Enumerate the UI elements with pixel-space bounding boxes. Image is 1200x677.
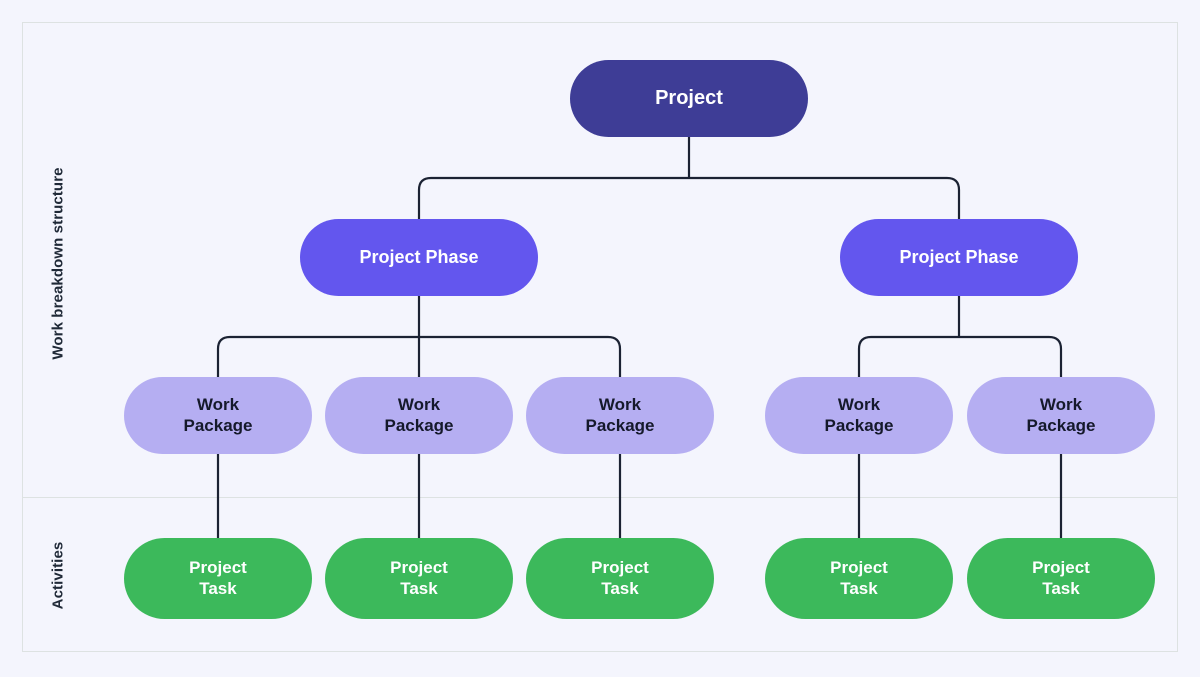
node-label-line1: Project (1032, 558, 1090, 578)
node-label: Project Phase (899, 246, 1019, 267)
node-label-line1: Project (390, 558, 448, 578)
node-project-task-1[interactable]: Project Task (124, 538, 312, 619)
node-label-line1: Project (189, 558, 247, 578)
node-label-line2: Package (1026, 415, 1096, 435)
node-label-line2: Task (400, 578, 438, 598)
node-label-line1: Project (591, 558, 649, 578)
node-label-line2: Package (384, 415, 454, 435)
node-label-line1: Work (837, 395, 881, 415)
node-work-package-1[interactable]: Work Package (124, 377, 312, 454)
node-project-root[interactable]: Project (570, 60, 808, 137)
node-work-package-5[interactable]: Work Package (967, 377, 1155, 454)
node-label-line2: Package (585, 415, 655, 435)
node-project-task-2[interactable]: Project Task (325, 538, 513, 619)
node-label: Project (655, 86, 723, 109)
node-label-line2: Task (1042, 578, 1080, 598)
node-label-line2: Package (824, 415, 894, 435)
band-label-activities: Activities (49, 541, 67, 610)
node-work-package-2[interactable]: Work Package (325, 377, 513, 454)
node-label-line2: Task (601, 578, 639, 598)
node-label: Project Phase (359, 246, 479, 267)
node-project-task-4[interactable]: Project Task (765, 538, 953, 619)
node-work-package-4[interactable]: Work Package (765, 377, 953, 454)
node-project-task-5[interactable]: Project Task (967, 538, 1155, 619)
band-label-work-breakdown-structure: Work breakdown structure (49, 167, 67, 360)
node-label-line2: Task (199, 578, 237, 598)
node-label-line1: Work (598, 395, 642, 415)
node-label-line1: Work (397, 395, 441, 415)
node-label-line2: Package (183, 415, 253, 435)
node-project-phase-2[interactable]: Project Phase (840, 219, 1078, 296)
node-work-package-3[interactable]: Work Package (526, 377, 714, 454)
node-label-line2: Task (840, 578, 878, 598)
node-project-task-3[interactable]: Project Task (526, 538, 714, 619)
node-label-line1: Work (196, 395, 240, 415)
node-project-phase-1[interactable]: Project Phase (300, 219, 538, 296)
node-label-line1: Project (830, 558, 888, 578)
node-label-line1: Work (1039, 395, 1083, 415)
band-divider (22, 497, 1178, 498)
